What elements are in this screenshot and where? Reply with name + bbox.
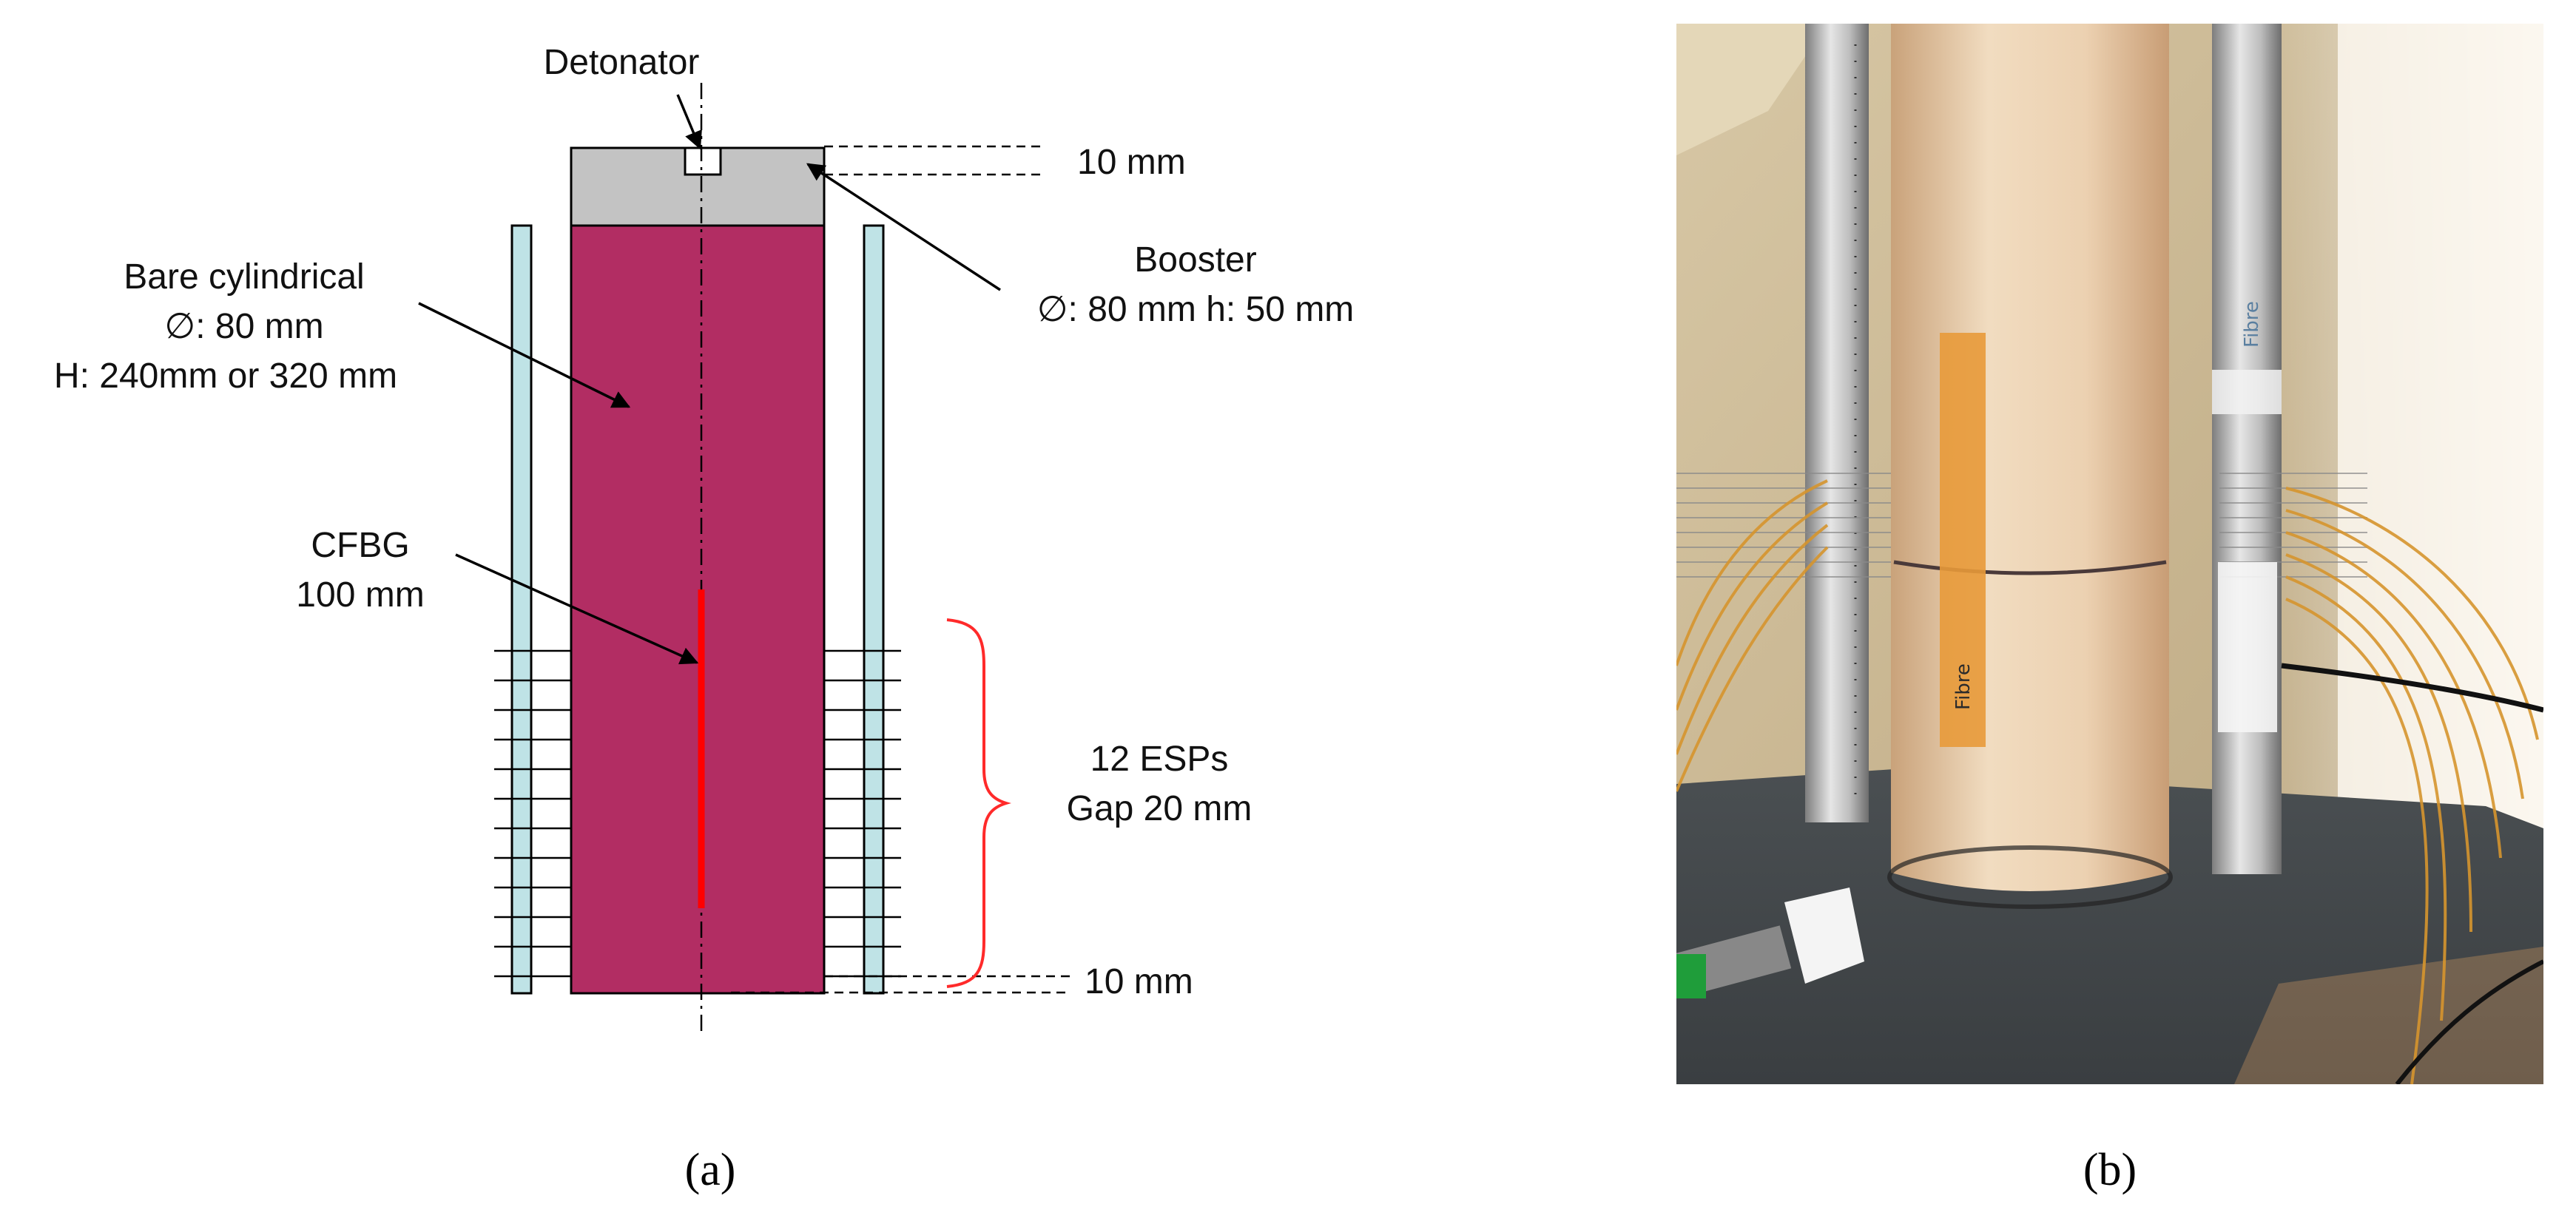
charge-diameter: ∅: 80 mm <box>164 307 323 346</box>
top-gap-label: 10 mm <box>1077 143 1186 182</box>
panel-b-photo: Fibre Fibre <box>1676 24 2543 1195</box>
tape-label-1: Fibre <box>1952 663 1975 710</box>
setup-photo: Fibre Fibre <box>1676 24 2543 1084</box>
caption-a: (a) <box>685 1145 736 1195</box>
esp-brace <box>946 618 1011 988</box>
esp-count: 12 ESPs <box>1090 740 1229 779</box>
caption-b: (b) <box>2083 1145 2137 1195</box>
esp-probes <box>494 649 901 978</box>
booster-arrow <box>806 163 1001 291</box>
panel-a-schematic: Detonator 10 mm Booster ∅: 80 mm h: 50 m… <box>54 43 1354 1195</box>
cfbg-title: CFBG <box>311 526 409 565</box>
cfbg-arrow <box>455 553 699 665</box>
charge-height: H: 240mm or 320 mm <box>54 356 397 396</box>
charge-title: Bare cylindrical <box>124 257 364 297</box>
booster-dims: ∅: 80 mm h: 50 mm <box>1037 290 1355 329</box>
charge-arrow <box>418 302 631 408</box>
support-rod-right <box>863 224 885 995</box>
cfbg-length: 100 mm <box>296 575 424 615</box>
explosive-charge <box>570 224 826 995</box>
photo-tape-strip <box>1940 333 1986 747</box>
photo-charge-tube <box>1891 24 2169 891</box>
detonator-label: Detonator <box>544 43 700 82</box>
bottom-gap-label: 10 mm <box>1085 962 1193 1001</box>
booster-title: Booster <box>1134 240 1256 280</box>
photo-rod-left <box>1805 24 1869 822</box>
support-rod-left <box>510 224 533 995</box>
tape-label-2: Fibre <box>2241 301 2263 348</box>
photo-rod-right <box>2212 24 2282 874</box>
esp-gap: Gap 20 mm <box>1067 789 1252 828</box>
detonator-arrow <box>676 94 702 150</box>
detonator <box>684 146 722 176</box>
